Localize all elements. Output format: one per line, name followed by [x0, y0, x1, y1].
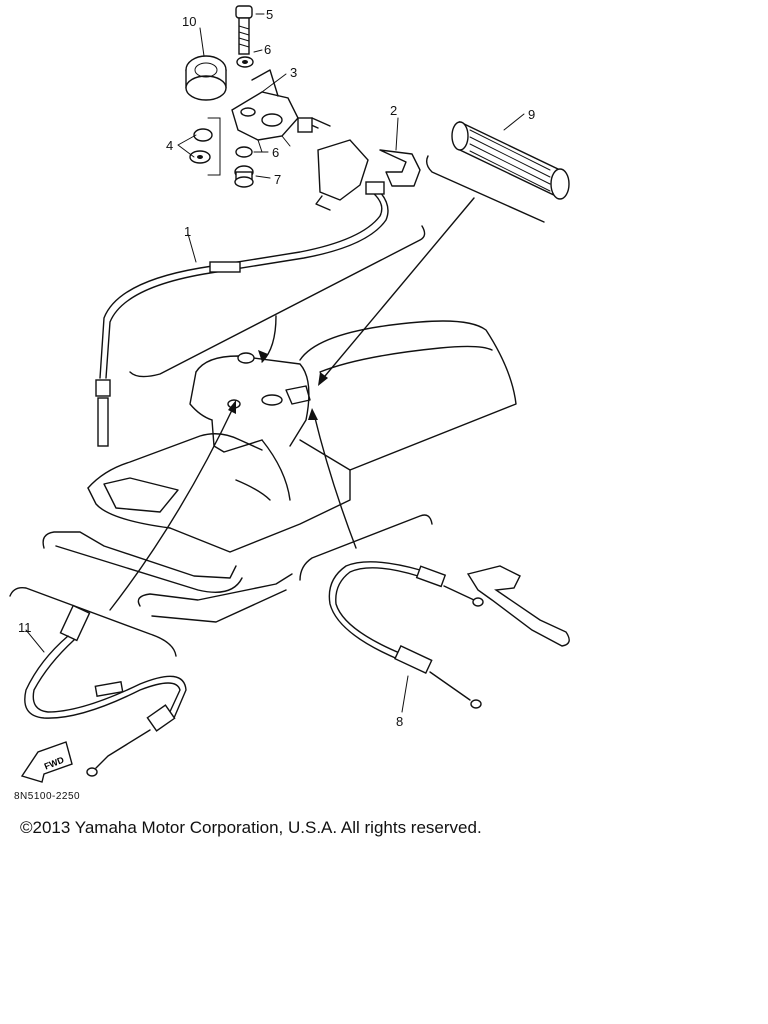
- cable-part-11: [24, 604, 187, 777]
- collar-part-10: [185, 55, 227, 101]
- diagram-part-code: 8N5100-2250: [14, 791, 81, 802]
- group-brackets: [9, 155, 545, 657]
- throttle-housing: [297, 117, 369, 211]
- throttle-cable-part-1: [95, 181, 389, 447]
- callout-8: 8: [396, 714, 403, 729]
- clip-part-2: [379, 149, 421, 187]
- washer-part-6-top: [236, 56, 254, 68]
- forward-direction-arrow: FWD: [20, 741, 73, 783]
- callout-5: 5: [266, 7, 273, 22]
- callout-11: 11: [18, 620, 32, 635]
- bolt-part-5: [235, 5, 253, 55]
- copyright-notice: ©2013 Yamaha Motor Corporation, U.S.A. A…: [20, 818, 482, 837]
- brake-lever: [466, 565, 570, 647]
- assembly-arrows: [109, 197, 475, 611]
- nut-washer-stack-part-4: [189, 117, 221, 176]
- lever-bracket-part-3: [231, 69, 299, 153]
- callout-2: 2: [390, 103, 397, 118]
- callout-6-top: 6: [264, 42, 271, 57]
- callout-9: 9: [528, 107, 535, 122]
- callout-7: 7: [274, 172, 281, 187]
- grip-part-9: [451, 120, 570, 200]
- callout-4: 4: [166, 138, 173, 153]
- callout-3: 3: [290, 65, 297, 80]
- callout-numbers: 10 5 6 3 2 9 4 6 7 1 11 8: [18, 7, 535, 729]
- snowmobile-body: [42, 320, 517, 623]
- washer-nut-parts-6-7: [234, 146, 254, 188]
- callout-10: 10: [182, 14, 196, 29]
- exploded-parts-diagram: FWD 10 5 6 3 2 9 4 6 7 1 11 8: [9, 5, 570, 783]
- callout-6-lower: 6: [272, 145, 279, 160]
- brake-cable-part-8: [328, 561, 484, 709]
- leader-lines: [25, 13, 525, 713]
- callout-1: 1: [184, 224, 191, 239]
